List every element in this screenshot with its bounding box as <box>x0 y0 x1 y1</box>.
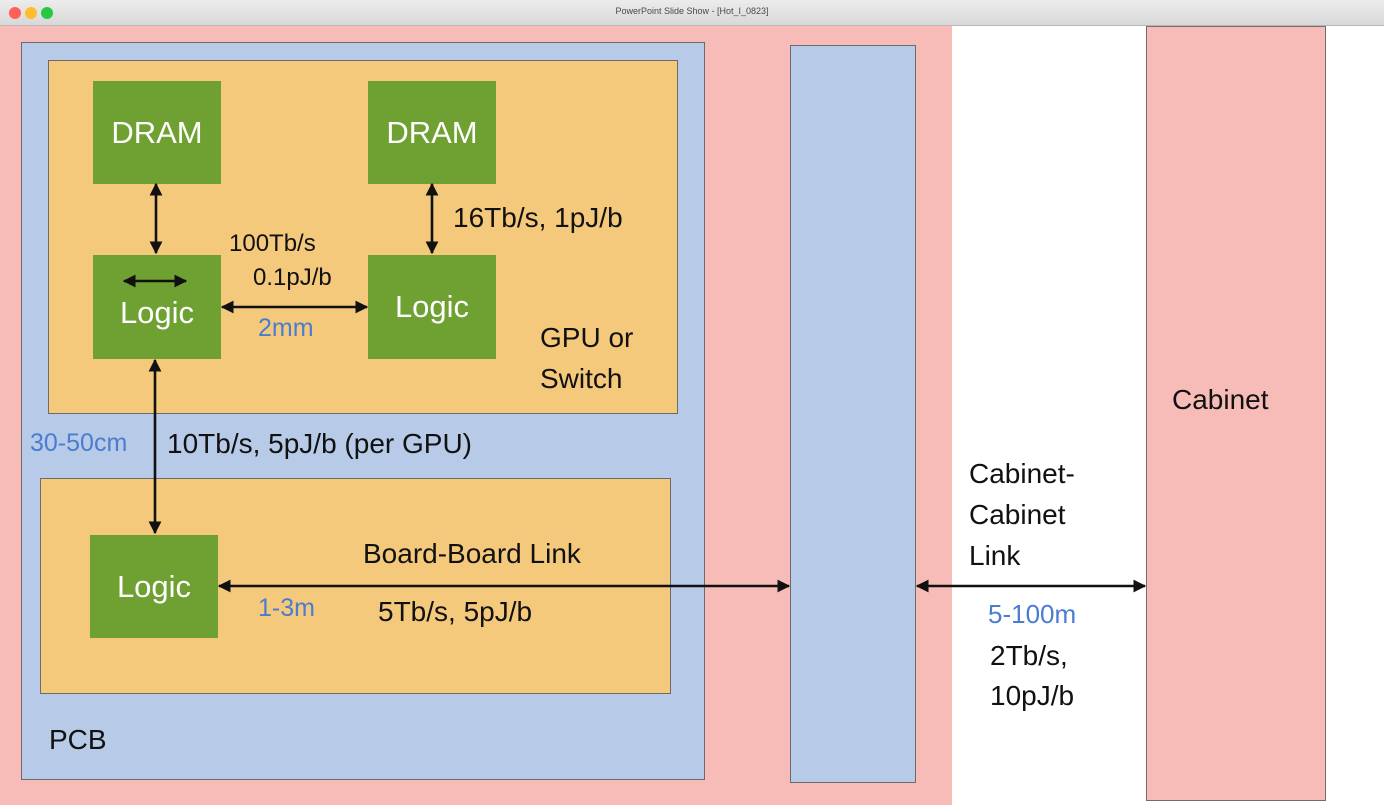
pcb-link-spec: 10Tb/s, 5pJ/b (per GPU) <box>167 428 473 459</box>
cabinet-link-line2: Cabinet <box>969 499 1066 530</box>
logic-block-left: Logic <box>93 255 221 359</box>
minimize-window-button[interactable] <box>25 7 37 19</box>
board-link-distance: 1-3m <box>258 594 315 622</box>
board-link-title: Board-Board Link <box>363 538 581 569</box>
die-link-bandwidth: 100Tb/s <box>229 230 316 257</box>
cabinet-label: Cabinet <box>1172 384 1269 415</box>
cabinet-link-line1: Cabinet- <box>969 458 1075 489</box>
slide-margin <box>1326 26 1384 805</box>
gpu-label-line1: GPU or <box>540 322 634 353</box>
pcb-label: PCB <box>49 724 107 755</box>
cabinet-block <box>1146 26 1326 801</box>
switch-column <box>790 45 916 783</box>
die-link-energy: 0.1pJ/b <box>253 264 332 291</box>
logic-block-right: Logic <box>368 255 496 359</box>
gpu-label-line2: Switch <box>540 363 623 394</box>
window-titlebar: PowerPoint Slide Show - [Hot_I_0823] <box>0 0 1384 26</box>
zoom-window-button[interactable] <box>41 7 53 19</box>
cabinet-link-line3: Link <box>969 540 1021 571</box>
close-window-button[interactable] <box>9 7 21 19</box>
logic-block-left-label: Logic <box>119 295 195 330</box>
pcb-link-distance: 30-50cm <box>30 429 128 457</box>
cabinet-gap <box>952 26 1146 805</box>
cabinet-link-spec-line2: 10pJ/b <box>990 680 1075 711</box>
die-link-distance: 2mm <box>258 314 314 342</box>
dram-block-left: DRAM <box>93 81 221 184</box>
window-title: PowerPoint Slide Show - [Hot_I_0823] <box>615 6 769 16</box>
dram-link-spec: 16Tb/s, 1pJ/b <box>453 202 623 233</box>
board-link-spec: 5Tb/s, 5pJ/b <box>378 596 533 627</box>
logic-block-board: Logic <box>90 535 218 638</box>
dram-block-right: DRAM <box>368 81 496 184</box>
cabinet-link-spec-line1: 2Tb/s, <box>990 640 1068 671</box>
cabinet-link-distance: 5-100m <box>988 599 1077 629</box>
slide-canvas[interactable]: DRAM DRAM Logic Logic Logic 16Tb/s, 1pJ/… <box>0 26 1384 805</box>
